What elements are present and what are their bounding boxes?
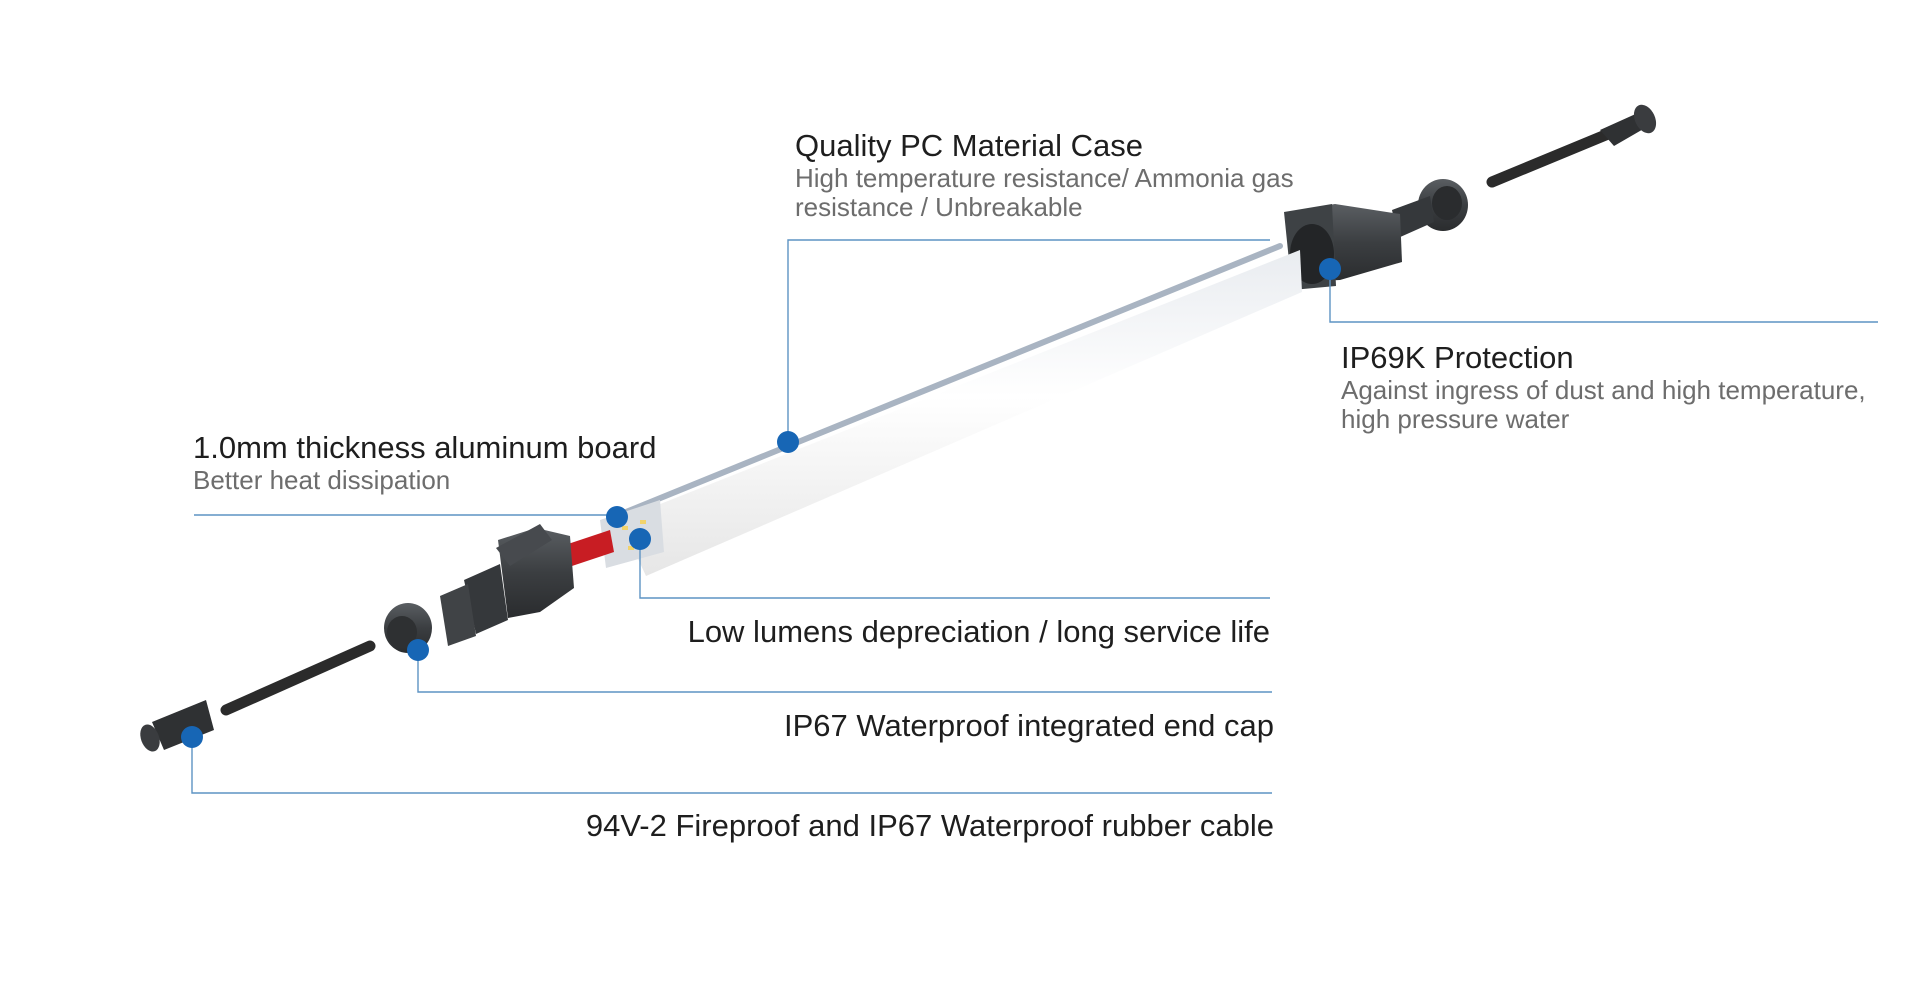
leader-cable (191, 737, 1272, 794)
callout-endcap: IP67 Waterproof integrated end cap (784, 708, 1274, 744)
callout-ip69k: IP69K Protection Against ingress of dust… (1341, 340, 1866, 434)
callout-pc-case-title: Quality PC Material Case (795, 128, 1144, 163)
callout-lumens: Low lumens depreciation / long service l… (688, 614, 1270, 650)
callout-cable: 94V-2 Fireproof and IP67 Waterproof rubb… (586, 808, 1274, 844)
right-cable-connector-icon (1486, 104, 1657, 188)
callout-ip69k-desc-line2: high pressure water (1341, 404, 1570, 434)
right-end-cap-icon (1284, 196, 1434, 290)
left-end-cap-icon (440, 524, 574, 646)
pcb-connector-icon (568, 530, 614, 566)
callout-pc-case-desc-line2: resistance / Unbreakable (795, 192, 1083, 222)
dot-endcap (407, 639, 429, 661)
dot-lumens (629, 528, 651, 550)
callout-aluminum: 1.0mm thickness aluminum board Better he… (193, 430, 656, 495)
dot-cable (181, 726, 203, 748)
callout-aluminum-desc: Better heat dissipation (193, 465, 451, 495)
pc-tube-icon (620, 243, 1302, 576)
callout-ip69k-desc-line1: Against ingress of dust and high tempera… (1341, 375, 1866, 405)
dot-aluminum (606, 506, 628, 528)
callout-ip69k-title: IP69K Protection (1341, 340, 1574, 375)
left-cable-connector-icon (140, 640, 376, 752)
callout-dots (181, 258, 1341, 748)
dot-pc-case (777, 431, 799, 453)
callout-endcap-title: IP67 Waterproof integrated end cap (784, 708, 1274, 743)
callout-pc-case-desc-line1: High temperature resistance/ Ammonia gas (795, 163, 1294, 193)
callout-pc-case: Quality PC Material Case High temperatur… (795, 128, 1294, 222)
leader-lumens (639, 540, 1270, 599)
led-tube-illustration (140, 104, 1657, 752)
dot-ip69k (1319, 258, 1341, 280)
leader-lines (191, 239, 1878, 794)
callout-aluminum-title: 1.0mm thickness aluminum board (193, 430, 657, 465)
leader-ip69k (1329, 270, 1878, 323)
callout-lumens-title: Low lumens depreciation / long service l… (687, 614, 1270, 649)
callout-cable-title: 94V-2 Fireproof and IP67 Waterproof rubb… (585, 808, 1274, 843)
leader-endcap (417, 650, 1272, 693)
leader-pc-case (787, 239, 1270, 442)
